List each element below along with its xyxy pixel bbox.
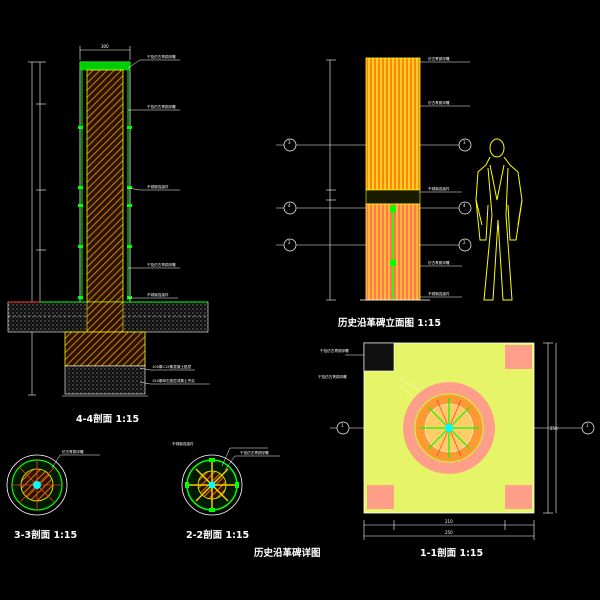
section-3-3: 仿古青铜浮雕 3-3剖面 1:15 xyxy=(6,449,100,541)
section-1-1-plan: 干挂仿古青铜浮雕 干挂仿古青铜浮雕 1 1 210 250 250 1-1剖面 … xyxy=(318,342,595,559)
title-elevation: 历史沿革碑立面图 1:15 xyxy=(338,317,441,329)
callout-i: 仿古青铜浮雕 xyxy=(428,100,450,105)
marker-1-right: 1 xyxy=(586,423,589,428)
dim-plan-bottom: 210 xyxy=(445,519,453,524)
callout-d: 干挂仿古青铜浮雕 xyxy=(147,262,176,267)
callout-b: 干挂仿古青铜浮雕 xyxy=(147,104,176,109)
pad-br xyxy=(505,485,532,509)
callout-h: 仿古青铜浮雕 xyxy=(428,56,450,61)
pad-tr xyxy=(505,345,532,369)
footing xyxy=(64,331,146,367)
section-2-2: 不锈钢连接件 干挂仿古青铜浮雕 2-2剖面 1:15 xyxy=(172,441,280,541)
title-section-2: 2-2剖面 1:15 xyxy=(186,529,249,541)
marker-4-left: 4 xyxy=(288,203,291,208)
dim-plan-side: 250 xyxy=(550,426,558,431)
marker-2-right: 2 xyxy=(463,240,466,245)
callout-g: 150厚碎石垫层或素土夯实 xyxy=(152,378,195,383)
callout-a: 干挂仿古青铜浮雕 xyxy=(147,54,176,59)
marker-1-left: 1 xyxy=(341,423,344,428)
title-section-1: 1-1剖面 1:15 xyxy=(420,547,483,559)
scale-figure xyxy=(475,138,523,301)
monument-upper-panel xyxy=(365,57,421,191)
marker-3-right: 3 xyxy=(463,140,466,145)
title-section-3: 3-3剖面 1:15 xyxy=(14,529,77,541)
callout-f: 100厚C15素混凝土垫层 xyxy=(152,364,192,369)
dim-plan-total: 250 xyxy=(445,530,453,535)
section-4-4: 300 xyxy=(7,44,210,425)
callout-p: 干挂仿古青铜浮雕 xyxy=(318,374,347,379)
monument-band xyxy=(365,189,421,205)
callout-q: 仿古青铜浮雕 xyxy=(62,449,84,454)
column-cap xyxy=(79,61,131,71)
callout-k: 仿古青铜浮雕 xyxy=(428,260,450,265)
gravel-base xyxy=(64,365,146,395)
left-dimension-chain xyxy=(28,61,46,396)
pad-bl xyxy=(367,485,394,509)
pier xyxy=(86,301,124,333)
title-section-4: 4-4剖面 1:15 xyxy=(76,413,139,425)
marker-4-right: 4 xyxy=(463,203,466,208)
elevation: 3 3 4 4 2 2 仿古青铜浮雕 仿古青铜浮雕 不锈钢连 xyxy=(276,56,523,329)
connector-marks xyxy=(78,126,132,299)
elevation-markers: 3 3 4 4 2 2 xyxy=(276,138,472,252)
callout-o: 干挂仿古青铜浮雕 xyxy=(320,348,349,353)
title-plan: 历史沿革碑详图 xyxy=(254,547,321,559)
dim-top: 300 xyxy=(101,44,109,49)
callout-m: 干挂仿古青铜浮雕 xyxy=(240,450,269,455)
marker-3-left: 3 xyxy=(288,140,291,145)
callout-l: 不锈钢连接件 xyxy=(172,441,194,446)
callout-e: 不锈钢连接件 xyxy=(147,292,169,297)
pad-tl xyxy=(363,342,395,372)
callout-c: 不锈钢连接件 xyxy=(147,184,169,189)
callout-n: 不锈钢连接件 xyxy=(428,291,450,296)
marker-2-left: 2 xyxy=(288,240,291,245)
callout-leaders-4 xyxy=(127,59,210,385)
callout-j: 不锈钢连接件 xyxy=(428,186,450,191)
concrete-core xyxy=(86,69,124,303)
